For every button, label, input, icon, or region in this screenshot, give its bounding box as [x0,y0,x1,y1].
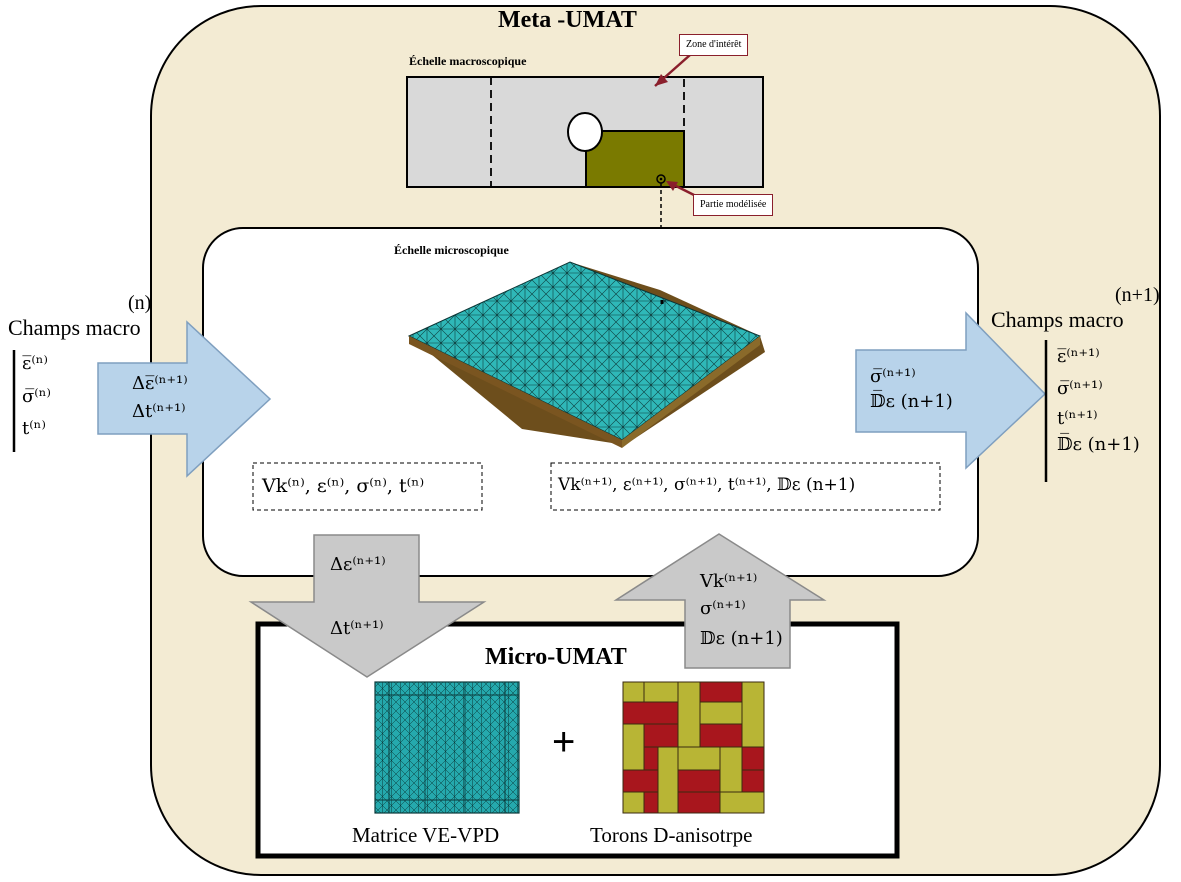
up-arrow-stress: σ⁽ⁿ⁺¹⁾ [700,598,746,619]
down-arrow-strain: Δε⁽ⁿ⁺¹⁾ [330,554,386,575]
macro-scale-label: Échelle macroscopique [409,54,527,68]
matrix-mesh [374,681,520,814]
state-box-n1 [550,462,941,511]
right-field-time: t⁽ⁿ⁺¹⁾ [1057,408,1098,429]
right-field-strain: ε̅⁽ⁿ⁺¹⁾ [1057,346,1100,367]
left-superscript: (n) [128,292,152,314]
right-field-stress: σ̅⁽ⁿ⁺¹⁾ [1057,378,1103,399]
left-field-time: t⁽ⁿ⁾ [22,418,46,439]
up-arrow-volume-fraction: Vk⁽ⁿ⁺¹⁾ [700,571,758,592]
left-title: Champs macro [8,315,141,340]
macro-specimen [406,76,764,188]
left-arrow-time-increment: Δt⁽ⁿ⁺¹⁾ [132,401,186,422]
state-box-n [252,462,483,511]
micro-scale-label: Échelle microscopique [394,243,509,257]
woven-strands [622,681,765,814]
modeled-part-region [585,130,685,188]
matrix-label: Matrice VE-VPD [352,823,500,847]
left-field-strain: ε̅⁽ⁿ⁾ [22,353,48,374]
meshed-plate [407,261,765,448]
left-input-arrow [97,320,272,478]
state-text-n1: Vk⁽ⁿ⁺¹⁾, ε⁽ⁿ⁺¹⁾, σ⁽ⁿ⁺¹⁾, t⁽ⁿ⁺¹⁾, 𝔻ε (n+1… [558,475,856,495]
plus-sign: + [552,720,576,764]
right-title: Champs macro [991,307,1124,332]
zone-interest-callout: Zone d'intérêt [679,34,749,56]
down-arrow [248,534,487,678]
up-arrow [613,533,827,669]
micro-umat-title: Micro-UMAT [485,644,627,670]
right-arrow-tangent: 𝔻̅ε (n+1) [870,391,953,412]
up-arrow-tangent: 𝔻ε (n+1) [700,628,783,649]
right-output-arrow [855,311,1047,470]
meta-umat-title: Meta -UMAT [498,7,637,33]
modeled-part-callout: Partie modélisée [693,194,774,216]
hole-circle [567,112,603,152]
right-superscript: (n+1) [1115,284,1160,306]
right-field-tangent: 𝔻̅ε (n+1) [1057,434,1140,455]
down-arrow-time: Δt⁽ⁿ⁺¹⁾ [330,618,384,639]
left-field-stress: σ̅⁽ⁿ⁾ [22,386,51,407]
right-arrow-stress: σ̅⁽ⁿ⁺¹⁾ [870,366,916,387]
strands-label: Torons D-anisotrpe [590,823,753,847]
left-arrow-strain-increment: Δε̅⁽ⁿ⁺¹⁾ [132,373,188,394]
state-text-n: Vk⁽ⁿ⁾, ε⁽ⁿ⁾, σ⁽ⁿ⁾, t⁽ⁿ⁾ [262,475,425,497]
